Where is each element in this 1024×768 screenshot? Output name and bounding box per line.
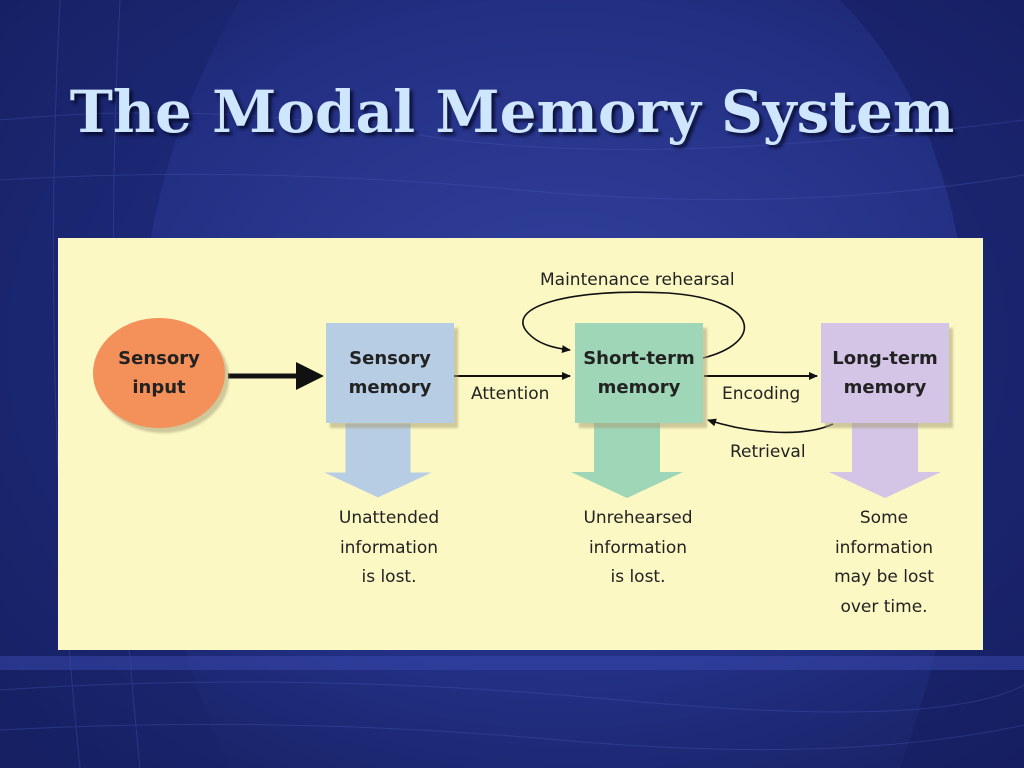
- sensory-loss-line3: is lost.: [361, 567, 417, 587]
- long-term-loss-caption: Some information may be lost over time.: [809, 504, 959, 622]
- diagram-connectors: [228, 291, 941, 499]
- long-term-loss-line2: information: [834, 537, 934, 558]
- long-term-loss-line4: over time.: [840, 596, 928, 617]
- short-term-loss-line3: is lost.: [610, 567, 666, 587]
- short-term-loss-arrow: [571, 423, 683, 498]
- long-term-loss-line1: Some: [859, 508, 909, 528]
- sensory-loss-caption: Unattended information is lost.: [314, 504, 464, 593]
- sensory-input-line1: Sensory: [118, 348, 200, 369]
- sensory-memory-line1: Sensory: [349, 348, 431, 369]
- input-arrow-head: [296, 362, 324, 390]
- sensory-loss-line2: information: [339, 537, 439, 558]
- sensory-loss-line1: Unattended: [338, 508, 440, 528]
- attention-label: Attention: [471, 384, 550, 404]
- long-term-memory-line2: memory: [843, 377, 927, 398]
- long-term-loss-arrow: [829, 423, 941, 498]
- long-term-loss-line3: may be lost: [834, 567, 934, 587]
- retrieval-label: Retrieval: [730, 442, 806, 462]
- short-term-loss-caption: Unrehearsed information is lost.: [563, 504, 713, 593]
- sensory-memory-node: Sensory memory: [326, 323, 454, 423]
- long-term-memory-line1: Long-term: [832, 348, 938, 369]
- sensory-input-node: Sensory input: [93, 318, 225, 428]
- long-term-memory-node: Long-term memory: [821, 323, 949, 423]
- diagram-panel: Sensory input Sensory memory Short-term …: [58, 238, 983, 650]
- retrieval-arrow: [707, 418, 834, 434]
- short-term-loss-line2: information: [588, 537, 688, 558]
- maintenance-rehearsal-loop: [522, 291, 746, 359]
- sensory-loss-arrow: [321, 422, 435, 499]
- short-term-memory-node: Short-term memory: [575, 323, 703, 423]
- sensory-memory-line2: memory: [348, 377, 432, 398]
- encoding-label: Encoding: [722, 384, 801, 404]
- short-term-memory-line2: memory: [597, 377, 681, 398]
- maintenance-rehearsal-label: Maintenance rehearsal: [540, 270, 735, 290]
- sensory-input-line2: input: [132, 377, 186, 398]
- short-term-memory-line1: Short-term: [583, 348, 695, 369]
- slide-title: The Modal Memory System: [69, 78, 955, 146]
- short-term-loss-line1: Unrehearsed: [583, 508, 693, 528]
